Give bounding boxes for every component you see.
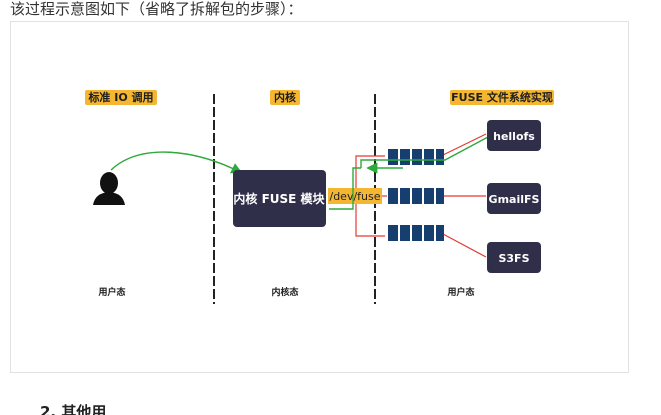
fuse-diagram: 标准 IO 调用 内核 FUSE 文件系统实现 bbox=[85, 90, 554, 304]
next-section-heading: 2. 其他用 bbox=[40, 403, 107, 415]
fuse-column-heading: FUSE 文件系统实现 bbox=[450, 90, 554, 105]
filesystem-box-hellofs: hellofs bbox=[487, 120, 541, 151]
kernel-column-heading: 内核 bbox=[270, 90, 300, 105]
user-icon bbox=[93, 172, 125, 205]
filesystem-label: GmailFS bbox=[489, 193, 540, 206]
kernel-module-label: 内核 FUSE 模块 bbox=[233, 191, 325, 206]
red-connections bbox=[355, 133, 487, 258]
request-queue-s3fs bbox=[388, 225, 444, 241]
filesystem-box-s3fs: S3FS bbox=[487, 242, 541, 273]
kernel-footer-label: 内核态 bbox=[271, 286, 298, 298]
request-queue-gmailfs bbox=[388, 188, 444, 204]
user-column-heading: 标准 IO 调用 bbox=[85, 90, 157, 105]
filesystem-box-gmailfs: GmailFS bbox=[487, 183, 541, 214]
user-heading-text: 标准 IO 调用 bbox=[87, 90, 153, 104]
filesystem-label: hellofs bbox=[493, 130, 535, 143]
device-label: /dev/fuse bbox=[329, 190, 380, 203]
filesystem-label: S3FS bbox=[498, 252, 529, 265]
heading-tag-bg bbox=[85, 90, 157, 105]
heading-tag-bg bbox=[450, 90, 554, 105]
kernel-heading-text: 内核 bbox=[274, 90, 296, 104]
user-footer-label: 用户态 bbox=[97, 286, 125, 298]
fuse-footer-label: 用户态 bbox=[446, 286, 474, 298]
kernel-fuse-module: 内核 FUSE 模块 bbox=[233, 170, 326, 227]
dev-fuse-device: /dev/fuse bbox=[328, 188, 382, 204]
request-queue-hellofs bbox=[388, 149, 444, 165]
heading-tag-bg bbox=[270, 90, 300, 105]
hellofs-response-into-kernel bbox=[329, 167, 361, 210]
intro-text: 该过程示意图如下（省略了拆解包的步骤）： bbox=[10, 0, 303, 18]
hellofs-response-path bbox=[360, 136, 489, 168]
fuse-heading-text: FUSE 文件系统实现 bbox=[451, 90, 553, 104]
fuse-diagram-figure: 标准 IO 调用 内核 FUSE 文件系统实现 bbox=[10, 21, 629, 373]
user-to-kernel-arrow bbox=[110, 151, 243, 174]
